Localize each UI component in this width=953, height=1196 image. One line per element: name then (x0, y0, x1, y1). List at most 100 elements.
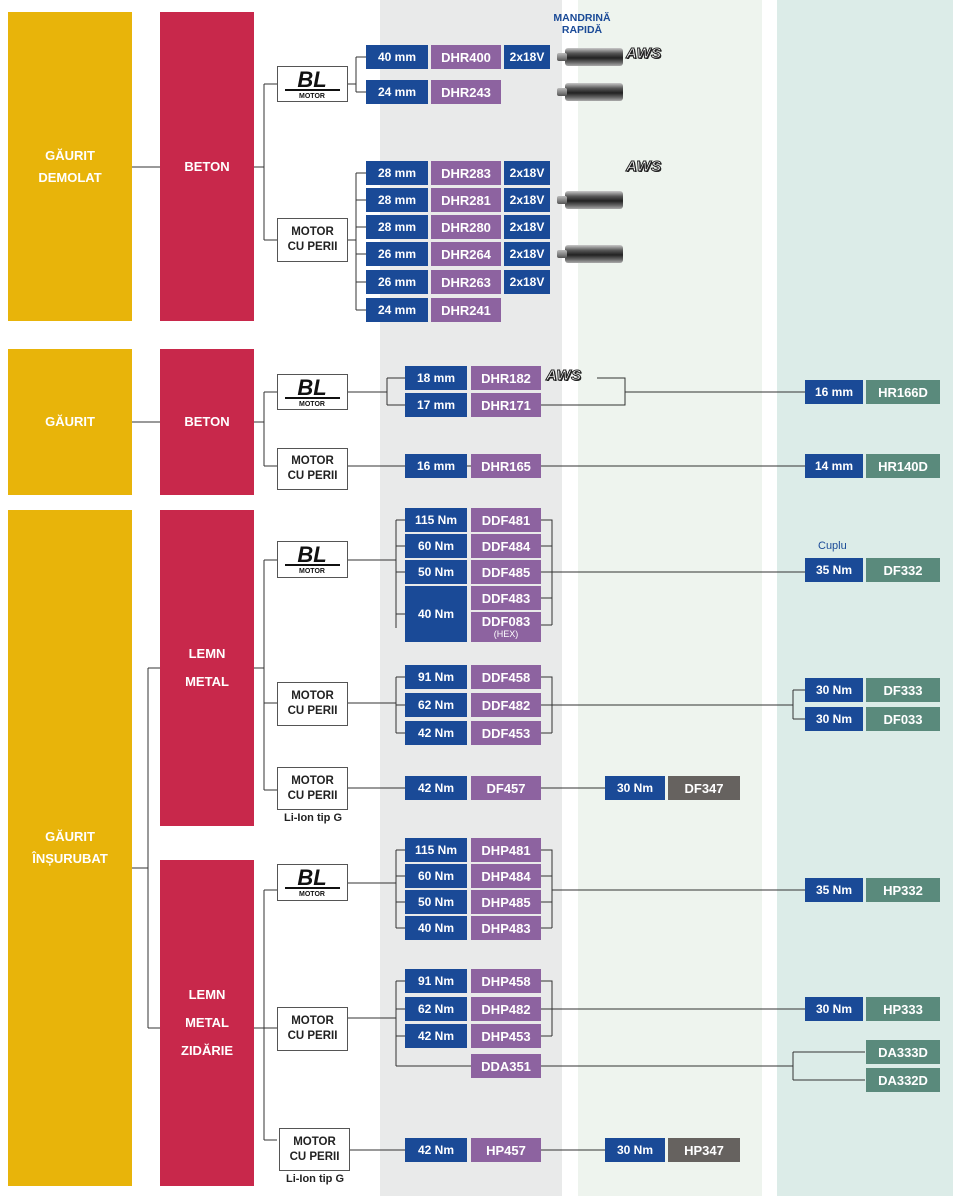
bl-motor-logo: BL MOTOR (277, 374, 348, 410)
svg-text:BL: BL (297, 865, 326, 890)
size-box: 24 mm (366, 80, 428, 104)
model-box: DHR400 (431, 45, 501, 69)
torque-box: 60 Nm (405, 864, 467, 888)
model-box: HP457 (471, 1138, 541, 1162)
svg-text:MOTOR: MOTOR (299, 891, 325, 898)
model-box: DHP481 (471, 838, 541, 862)
torque-box: 91 Nm (405, 665, 467, 689)
aws-logo: AWS (546, 367, 582, 385)
category-drilling: GĂURIT (8, 349, 132, 495)
size-box: 16 mm (405, 454, 467, 478)
torque-box: 42 Nm (405, 1024, 467, 1048)
alt-model-box: HP332 (866, 878, 940, 902)
alt-model-box: DF332 (866, 558, 940, 582)
size-box: 28 mm (366, 215, 428, 239)
model-box: DHP483 (471, 916, 541, 940)
bl-motor-logo: BL MOTOR (277, 864, 348, 901)
quick-chuck-image (557, 191, 623, 209)
dark-model-box: HP347 (668, 1138, 740, 1162)
size-box: 17 mm (405, 393, 467, 417)
size-box: 18 mm (405, 366, 467, 390)
size-box: 16 mm (805, 380, 863, 404)
brushed-motor-badge: MOTOR CU PERII (279, 1128, 350, 1171)
size-box: 26 mm (366, 242, 428, 266)
model-box: DDF453 (471, 721, 541, 745)
model-box: DHR264 (431, 242, 501, 266)
voltage-box: 2x18V (504, 270, 550, 294)
torque-box: 30 Nm (605, 776, 665, 800)
torque-box: 62 Nm (405, 997, 467, 1021)
svg-text:MOTOR: MOTOR (299, 401, 325, 408)
brushed-motor-badge: MOTOR CU PERII (277, 682, 348, 726)
brushed-motor-badge: MOTOR CU PERII (277, 1007, 348, 1051)
model-box: DHR280 (431, 215, 501, 239)
model-box: DHP485 (471, 890, 541, 914)
model-box: DHR263 (431, 270, 501, 294)
brushed-motor-badge: MOTOR CU PERII (277, 218, 348, 262)
bl-motor-logo: BL MOTOR (277, 541, 348, 578)
hex-note: (HEX) (493, 629, 519, 639)
voltage-box: 2x18V (504, 161, 550, 185)
alt-model-box: DA333D (866, 1040, 940, 1064)
svg-text:BL: BL (297, 375, 326, 400)
size-box: 26 mm (366, 270, 428, 294)
band-teal (777, 0, 953, 1196)
model-box: DHR182 (471, 366, 541, 390)
liion-g-label: Li-Ion tip G (283, 812, 343, 824)
torque-box: 91 Nm (405, 969, 467, 993)
quick-chuck-label: MANDRINĂ RAPIDĂ (553, 12, 611, 36)
quick-chuck-image (557, 48, 623, 66)
svg-text:BL: BL (297, 542, 326, 567)
model-box: DHR171 (471, 393, 541, 417)
torque-box: 30 Nm (605, 1138, 665, 1162)
liion-g-label: Li-Ion tip G (285, 1173, 345, 1185)
aws-logo: AWS (626, 45, 662, 63)
svg-text:MOTOR: MOTOR (299, 93, 325, 100)
voltage-box: 2x18V (504, 45, 550, 69)
aws-logo: AWS (626, 158, 662, 176)
brushed-motor-badge: MOTOR CU PERII (277, 448, 348, 490)
alt-model-box: DA332D (866, 1068, 940, 1092)
torque-box: 42 Nm (405, 1138, 467, 1162)
voltage-box: 2x18V (504, 215, 550, 239)
torque-box: 35 Nm (805, 558, 863, 582)
category-drilling-screwing: GĂURIT ÎNȘURUBAT (8, 510, 132, 1186)
model-box: DHP458 (471, 969, 541, 993)
alt-model-box: HP333 (866, 997, 940, 1021)
svg-text:MOTOR: MOTOR (299, 568, 325, 575)
size-box: 28 mm (366, 161, 428, 185)
model-box: DHP484 (471, 864, 541, 888)
alt-model-box: HR140D (866, 454, 940, 478)
torque-box: 40 Nm (405, 586, 467, 642)
torque-box: 115 Nm (405, 508, 467, 532)
svg-text:BL: BL (297, 67, 326, 92)
size-box: 24 mm (366, 298, 428, 322)
model-box: DHR281 (431, 188, 501, 212)
material-concrete-2: BETON (160, 349, 254, 495)
alt-model-box: HR166D (866, 380, 940, 404)
voltage-box: 2x18V (504, 188, 550, 212)
model-box: DDF481 (471, 508, 541, 532)
torque-box: 50 Nm (405, 560, 467, 584)
alt-model-box: DF333 (866, 678, 940, 702)
dark-model-box: DF347 (668, 776, 740, 800)
brushed-motor-badge: MOTOR CU PERII (277, 767, 348, 810)
torque-box: 30 Nm (805, 997, 863, 1021)
torque-box: 50 Nm (405, 890, 467, 914)
model-box: DF457 (471, 776, 541, 800)
model-box: DDF458 (471, 665, 541, 689)
material-wood-metal-masonry: LEMN METAL ZIDĂRIE (160, 860, 254, 1186)
size-box: 14 mm (805, 454, 863, 478)
torque-box: 35 Nm (805, 878, 863, 902)
model-box: DDF484 (471, 534, 541, 558)
model-box: DHP453 (471, 1024, 541, 1048)
model-box: DDF485 (471, 560, 541, 584)
torque-label: Cuplu (818, 540, 847, 552)
torque-box: 115 Nm (405, 838, 467, 862)
model-box: DDF482 (471, 693, 541, 717)
quick-chuck-image (557, 245, 623, 263)
model-box: DDF483 (471, 586, 541, 610)
model-box: DHR165 (471, 454, 541, 478)
size-box: 28 mm (366, 188, 428, 212)
